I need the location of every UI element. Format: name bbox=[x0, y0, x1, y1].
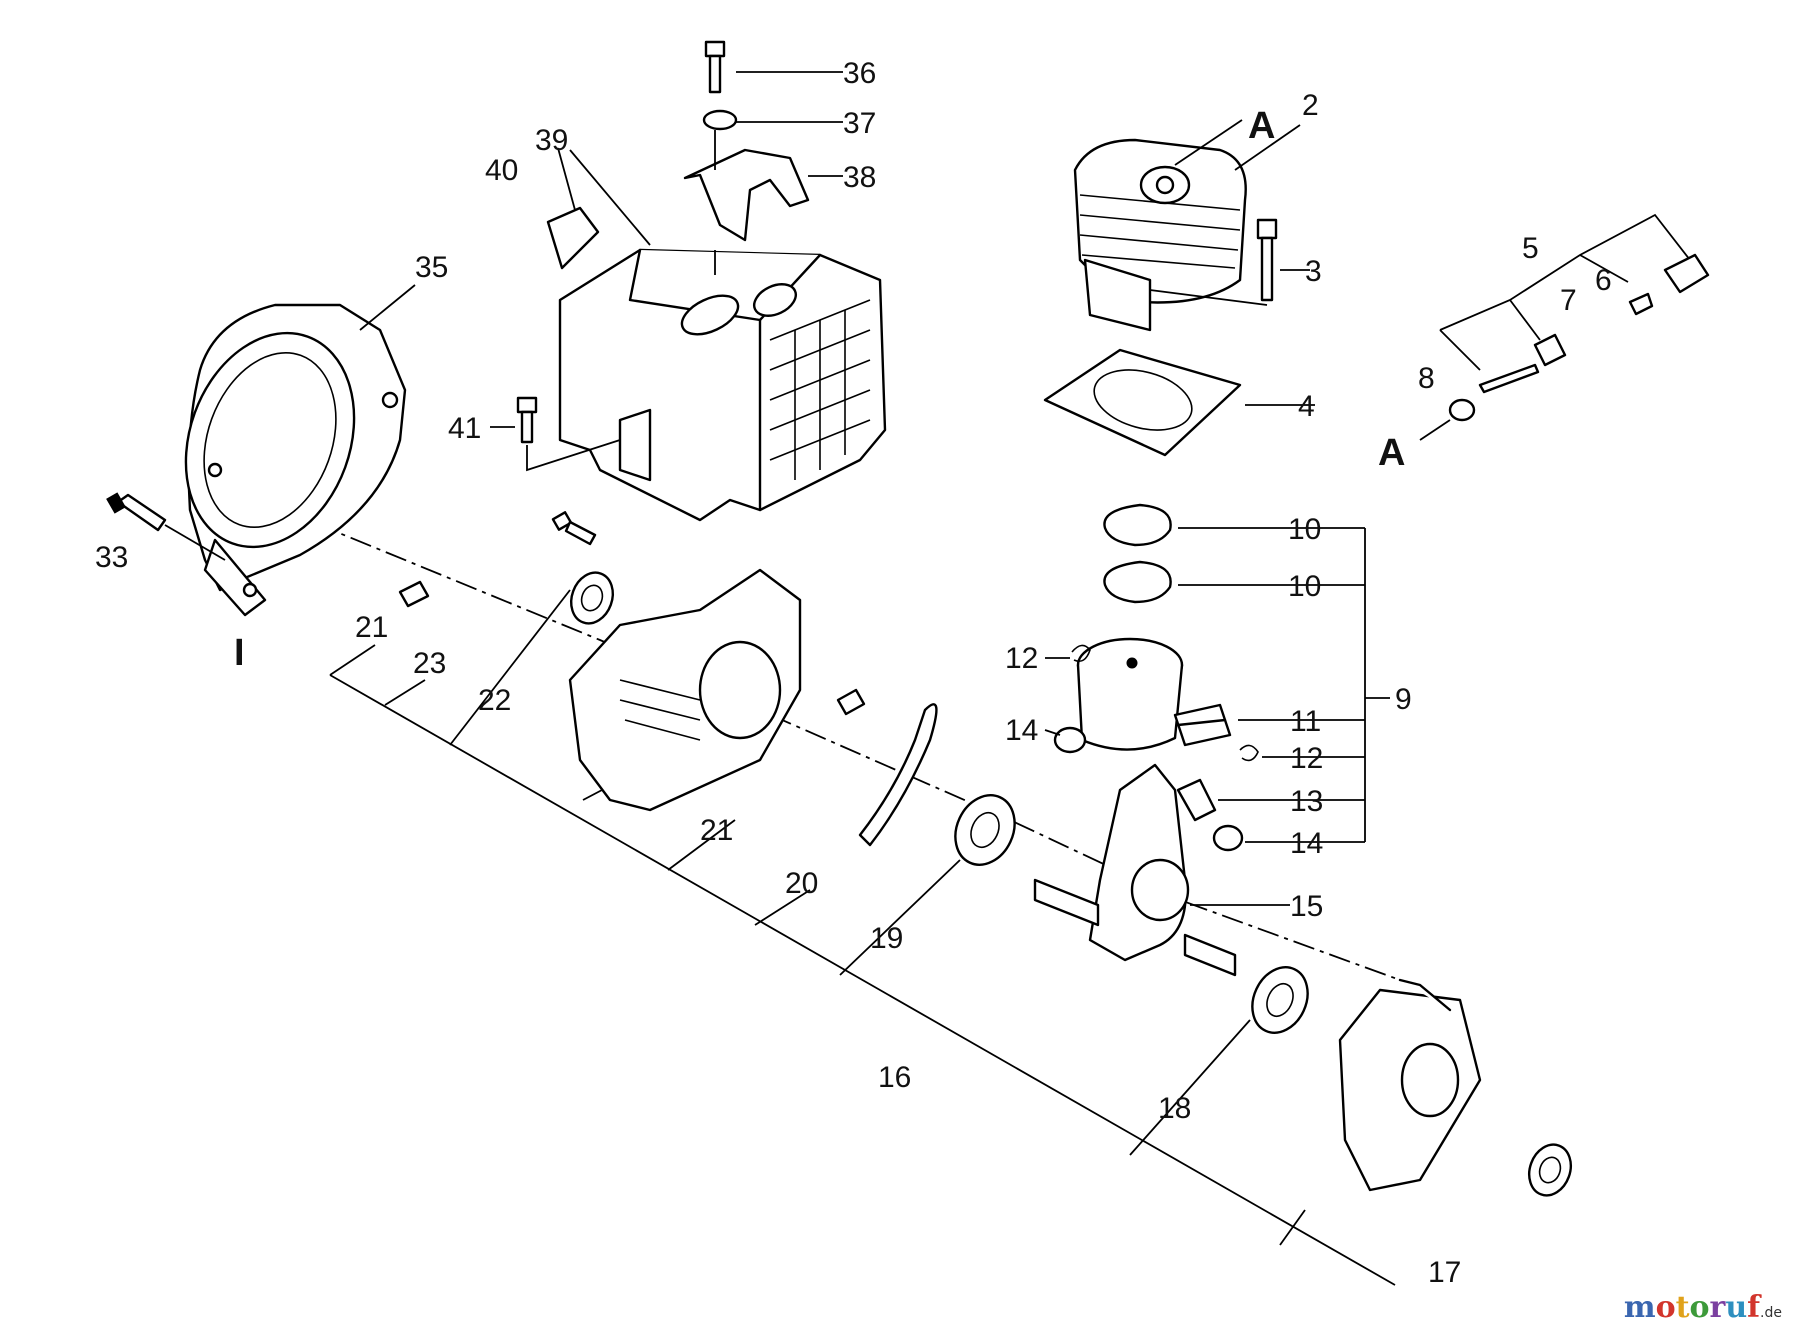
ref-i: I bbox=[234, 632, 245, 674]
ref-a-top: A bbox=[1248, 105, 1275, 147]
bearing-19 bbox=[954, 794, 1016, 866]
label-11: 11 bbox=[1290, 705, 1321, 738]
circlip-12b bbox=[1239, 744, 1259, 762]
label-7: 7 bbox=[1560, 284, 1577, 317]
pin-21a bbox=[398, 580, 430, 608]
label-5: 5 bbox=[1522, 232, 1539, 265]
label-19: 19 bbox=[870, 922, 903, 955]
label-12b: 12 bbox=[1290, 742, 1323, 775]
piston-rings-10 bbox=[1103, 503, 1172, 604]
label-2: 2 bbox=[1302, 89, 1319, 122]
label-38: 38 bbox=[843, 161, 876, 194]
bolt-41 bbox=[516, 396, 621, 472]
label-37: 37 bbox=[843, 107, 876, 140]
label-41: 41 bbox=[448, 412, 481, 445]
label-21a: 21 bbox=[355, 611, 388, 644]
cover-plate-38 bbox=[683, 148, 810, 242]
label-35: 35 bbox=[415, 251, 448, 284]
label-15: 15 bbox=[1290, 890, 1323, 923]
washer-14b bbox=[1212, 824, 1244, 852]
label-10b: 10 bbox=[1288, 570, 1321, 603]
seal-17 bbox=[1528, 1143, 1572, 1197]
pin-21b bbox=[836, 688, 866, 716]
valve-group bbox=[1419, 213, 1710, 441]
label-16: 16 bbox=[878, 1061, 911, 1094]
cylinder-2 bbox=[1073, 138, 1247, 332]
circlip-12a bbox=[1071, 644, 1091, 663]
washer-14a bbox=[1053, 726, 1087, 754]
ref-a-bottom: A bbox=[1378, 432, 1405, 474]
watermark-tld: .de bbox=[1760, 1305, 1782, 1321]
label-3: 3 bbox=[1305, 255, 1322, 288]
bracket-9 bbox=[1305, 527, 1390, 843]
engine-cover-39 bbox=[558, 248, 887, 522]
assembly-axis bbox=[209, 479, 1401, 981]
label-20: 20 bbox=[785, 867, 818, 900]
label-36: 36 bbox=[843, 57, 876, 90]
label-13: 13 bbox=[1290, 785, 1323, 818]
fan-housing-35 bbox=[184, 303, 407, 617]
gasket-20 bbox=[858, 703, 938, 847]
filter-40 bbox=[546, 206, 600, 270]
label-33: 33 bbox=[95, 541, 128, 574]
crankcase-left bbox=[568, 568, 802, 812]
leaders bbox=[359, 71, 1315, 906]
crankshaft-15 bbox=[1033, 763, 1237, 977]
washer-37 bbox=[702, 109, 738, 131]
bearing-18 bbox=[1251, 966, 1309, 1034]
bolt-3 bbox=[1149, 218, 1278, 306]
piston-9 bbox=[1076, 637, 1232, 751]
label-12a: 12 bbox=[1005, 642, 1038, 675]
label-6: 6 bbox=[1595, 264, 1612, 297]
crankcase-right bbox=[1338, 978, 1482, 1192]
bolt-33 bbox=[106, 492, 226, 561]
label-10a: 10 bbox=[1288, 513, 1321, 546]
label-22: 22 bbox=[478, 684, 511, 717]
label-9: 9 bbox=[1395, 683, 1412, 716]
seal-22 bbox=[570, 571, 614, 625]
part-labels: 36 37 38 39 40 35 41 33 2 3 4 5 6 7 8 9 … bbox=[95, 57, 1612, 1289]
bolt-36 bbox=[704, 40, 726, 94]
label-39: 39 bbox=[535, 124, 568, 157]
label-40: 40 bbox=[485, 154, 518, 187]
needle-bearing-13 bbox=[1176, 778, 1217, 822]
label-17: 17 bbox=[1428, 1256, 1461, 1289]
label-18: 18 bbox=[1158, 1092, 1191, 1125]
label-4: 4 bbox=[1298, 390, 1315, 423]
gasket-4 bbox=[1043, 348, 1242, 457]
label-14b: 14 bbox=[1290, 827, 1323, 860]
label-14a: 14 bbox=[1005, 714, 1038, 747]
label-8: 8 bbox=[1418, 362, 1435, 395]
bolt-23 bbox=[551, 511, 597, 546]
label-21b: 21 bbox=[700, 814, 733, 847]
label-23: 23 bbox=[413, 647, 446, 680]
watermark-logo: motoruf motoruf.de bbox=[1623, 1290, 1782, 1325]
